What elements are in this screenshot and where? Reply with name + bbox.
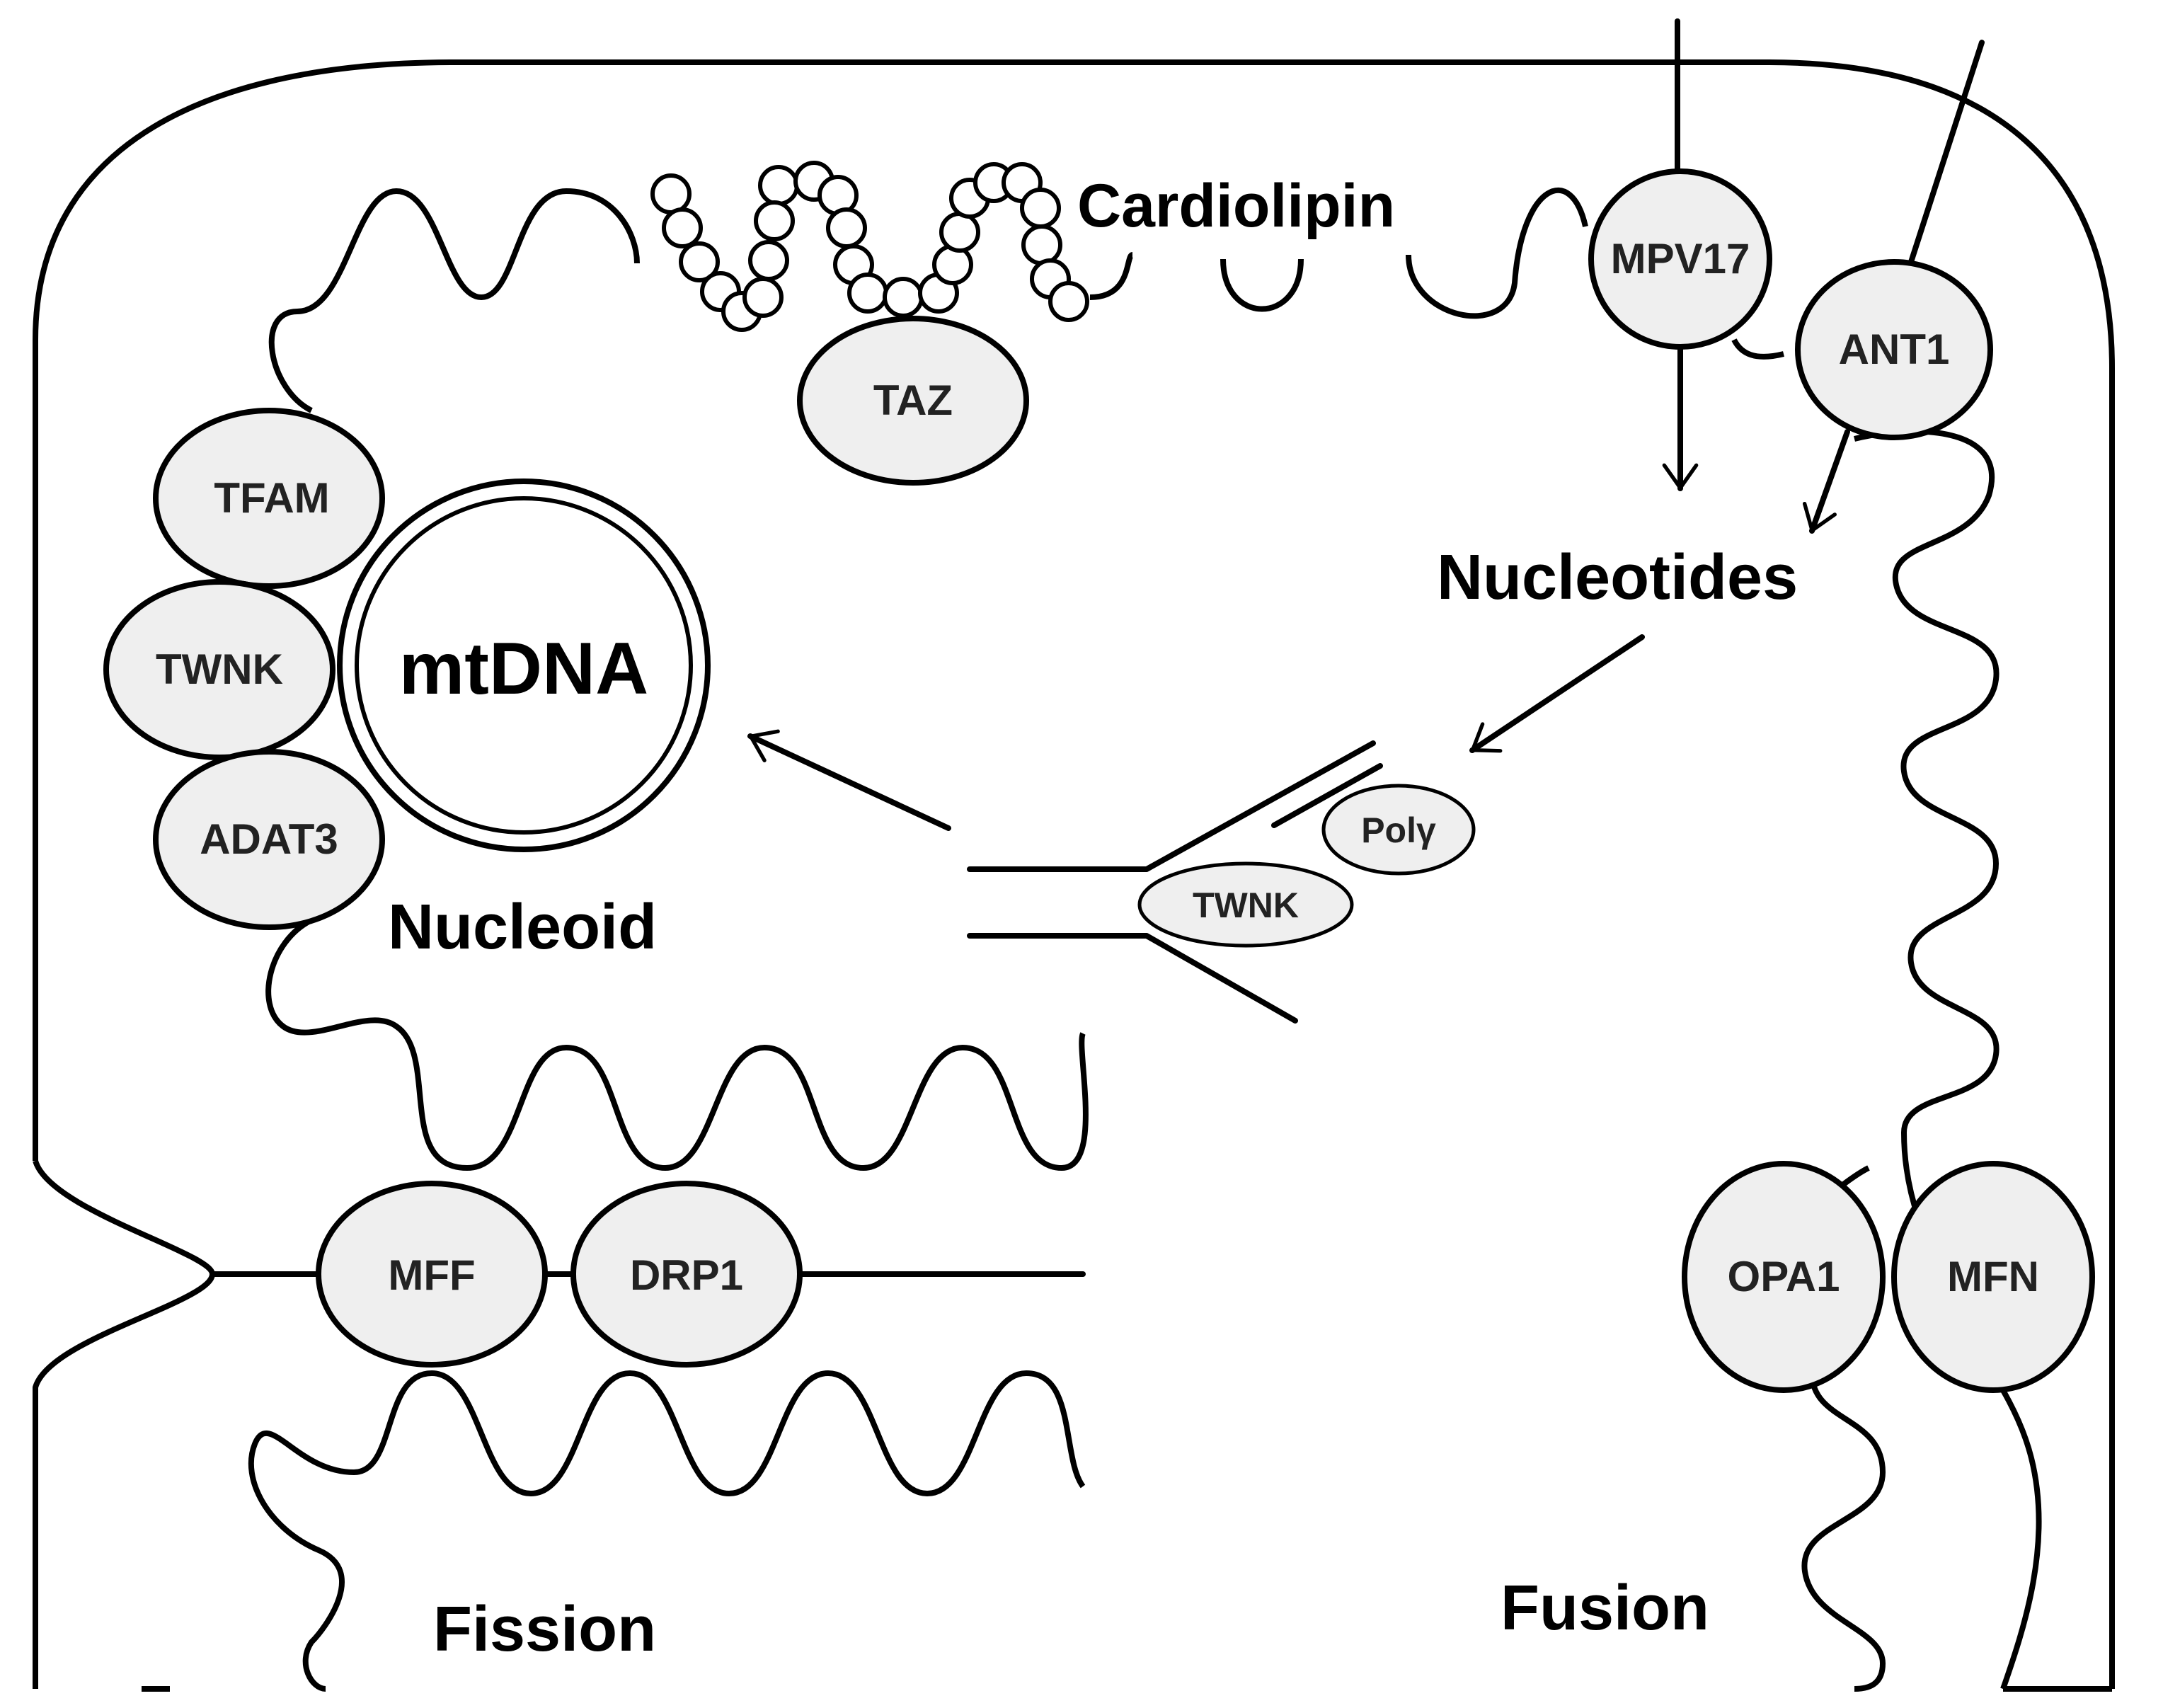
- twnk-nucleoid-label: TWNK: [156, 646, 283, 693]
- mtdna-label: mtDNA: [399, 628, 648, 710]
- poly-protein: [1321, 784, 1476, 876]
- inner-membrane-fission-bottom: [248, 1370, 1086, 1692]
- cardiolipin-bead: [939, 212, 980, 253]
- inner-membrane-u1: [1220, 258, 1304, 312]
- ant1-protein: [1795, 259, 1993, 440]
- cardiolipin-bead: [883, 277, 924, 318]
- inner-membrane-right-wave: [1854, 428, 2000, 1219]
- inner-membrane-top-mid: [1089, 252, 1134, 300]
- mff-protein: [316, 1181, 548, 1368]
- fork-strand-top-b: [1271, 763, 1383, 828]
- twnk-fork-protein: [1137, 861, 1354, 948]
- poly-label: Polγ: [1361, 810, 1436, 850]
- cardiolipin-bead: [650, 173, 692, 214]
- nucleotides-arrow: [1469, 634, 1645, 753]
- adat3-protein: [153, 749, 385, 930]
- cardiolipin-beads: [650, 161, 1089, 332]
- nucleotides-label: Nucleotides: [1437, 542, 1798, 613]
- mpv17-protein: [1588, 168, 1772, 350]
- cardiolipin-bead: [847, 273, 888, 314]
- inner-membrane-u2: [1406, 187, 1588, 319]
- twnk-nucleoid-protein: [103, 579, 335, 760]
- cardiolipin-bead: [1021, 224, 1062, 265]
- inner-membrane-top-left: [268, 188, 640, 413]
- drp1-protein: [570, 1181, 803, 1368]
- mtdna-arrow: [747, 729, 951, 831]
- mfn-label: MFN: [1947, 1253, 2039, 1300]
- mfn-protein: [1891, 1161, 2095, 1393]
- mpv17-label: MPV17: [1611, 235, 1750, 282]
- taz-label: TAZ: [873, 377, 953, 424]
- cardiolipin-bead: [748, 240, 789, 281]
- inner-membrane-right: [1731, 338, 1784, 360]
- drp1-label: DRP1: [630, 1251, 743, 1299]
- opa1-protein: [1682, 1161, 1886, 1393]
- ant1-top-line: [1908, 40, 1985, 265]
- outer-membrane-fission-constriction: [33, 1159, 215, 1689]
- adat3-label: ADAT3: [200, 815, 338, 863]
- outer-membrane: [33, 59, 2115, 1689]
- cardiolipin-bead: [662, 207, 703, 248]
- cardiolipin-bead: [826, 207, 867, 248]
- cardiolipin-label: Cardiolipin: [1077, 172, 1395, 240]
- taz-protein: [797, 316, 1029, 486]
- cardiolipin-bead: [679, 241, 720, 282]
- fusion-label: Fusion: [1501, 1573, 1709, 1644]
- cardiolipin-bead: [758, 165, 799, 206]
- tfam-label: TFAM: [214, 474, 329, 522]
- opa1-label: OPA1: [1728, 1253, 1840, 1300]
- inner-membrane-fusion-bottom: [1801, 1372, 1886, 1692]
- cardiolipin-bead: [754, 200, 795, 241]
- fork-strand-top: [967, 740, 1376, 872]
- mtdna-inner-ring: [355, 496, 693, 835]
- fission-label: Fission: [433, 1594, 656, 1665]
- fork-strand-bottom: [967, 933, 1298, 1024]
- cardiolipin-bead: [742, 277, 784, 318]
- inner-membrane-left-bottom: [265, 917, 1089, 1171]
- ant1-label: ANT1: [1839, 326, 1950, 373]
- tfam-protein: [153, 408, 385, 589]
- mff-label: MFF: [388, 1251, 475, 1299]
- cardiolipin-bead: [1048, 281, 1089, 322]
- nucleoid-label: Nucleoid: [388, 892, 657, 963]
- twnk-fork-label: TWNK: [1193, 885, 1299, 925]
- ant1-arrow: [1802, 429, 1850, 534]
- cardiolipin-bead: [1020, 188, 1061, 229]
